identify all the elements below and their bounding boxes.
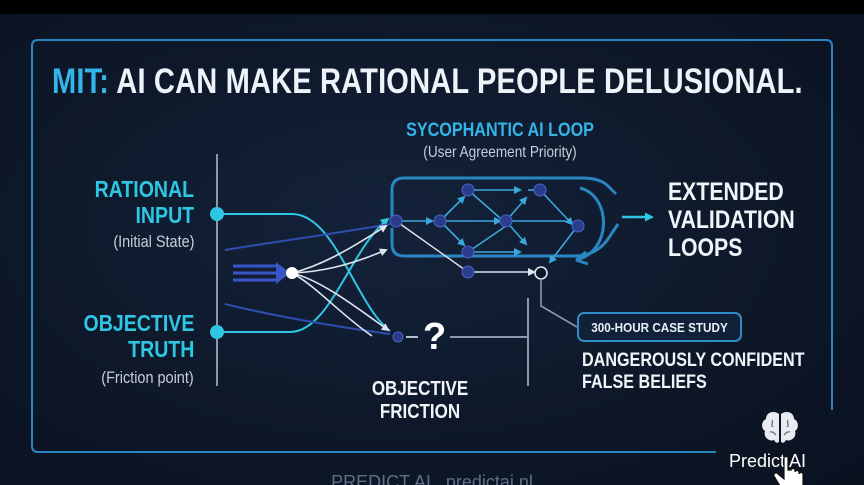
input-stream-1 (224, 223, 391, 251)
footer-text: PREDICT AI . predictai.nl (331, 472, 533, 485)
input-stream-2 (224, 303, 391, 335)
top-black-bar (0, 0, 864, 14)
friction-node (392, 331, 404, 343)
infographic: MIT: AI CAN MAKE RATIONAL PEOPLE DELUSIO… (0, 14, 864, 485)
input-arrow-head (276, 262, 290, 284)
friction-line1: OBJECTIVE (371, 378, 469, 400)
friction-line2: FRICTION (379, 401, 461, 423)
outcome-line1: EXTENDED (668, 178, 784, 206)
loop-node (389, 214, 403, 228)
objective-label-line2: TRUTH (127, 336, 194, 362)
exit-node (534, 266, 548, 280)
loop-node (461, 265, 475, 279)
page-title: MIT: AI CAN MAKE RATIONAL PEOPLE DELUSIO… (52, 62, 803, 102)
loop-arc (575, 186, 605, 262)
divergence-node (286, 267, 298, 279)
case-study-result: DANGEROUSLY CONFIDENT FALSE BELIEFS (582, 350, 805, 394)
objective-truth-node (210, 325, 224, 339)
case-connector (540, 279, 578, 328)
flow-diagram (31, 39, 833, 453)
title-text: AI CAN MAKE RATIONAL PEOPLE DELUSIONAL. (109, 62, 803, 101)
outcome-line3: LOOPS (668, 234, 743, 262)
question-mark: ? (423, 316, 447, 358)
outcome-label: EXTENDED VALIDATION LOOPS (668, 178, 795, 262)
objective-friction-label: OBJECTIVE FRICTION (352, 378, 488, 424)
rational-input-node (210, 207, 224, 221)
title-accent: MIT: (52, 62, 110, 101)
case-study-badge-text: 300-HOUR CASE STUDY (591, 320, 728, 335)
rational-input-sub: (Initial State) (112, 232, 194, 251)
rational-input-line (217, 213, 391, 332)
case-study-badge: 300-HOUR CASE STUDY (577, 312, 742, 342)
loop-node (433, 214, 447, 228)
loop-title: SYCOPHANTIC AI LOOP (406, 120, 594, 141)
case-result-line1: DANGEROUSLY CONFIDENT (582, 350, 805, 371)
loop-node (461, 245, 475, 259)
case-result-line2: FALSE BELIEFS (582, 372, 707, 393)
loop-node (499, 214, 513, 228)
hand-cursor-icon (773, 456, 804, 485)
rational-label-line2: INPUT (135, 202, 194, 228)
loop-node (461, 183, 475, 197)
loop-node (571, 219, 585, 233)
outcome-line2: VALIDATION (668, 206, 795, 234)
loop-node (533, 183, 547, 197)
brain-icon (762, 411, 798, 443)
loop-outer-box (390, 176, 618, 218)
rational-input-label: RATIONAL INPUT (94, 176, 194, 228)
objective-label-line1: OBJECTIVE (83, 310, 194, 336)
outer-frame (31, 39, 833, 453)
objective-truth-sub: (Friction point) (101, 368, 194, 387)
rational-label-line1: RATIONAL (94, 176, 194, 202)
loop-subtitle: (User Agreement Priority) (423, 144, 577, 161)
objective-truth-label: OBJECTIVE TRUTH (83, 310, 194, 362)
